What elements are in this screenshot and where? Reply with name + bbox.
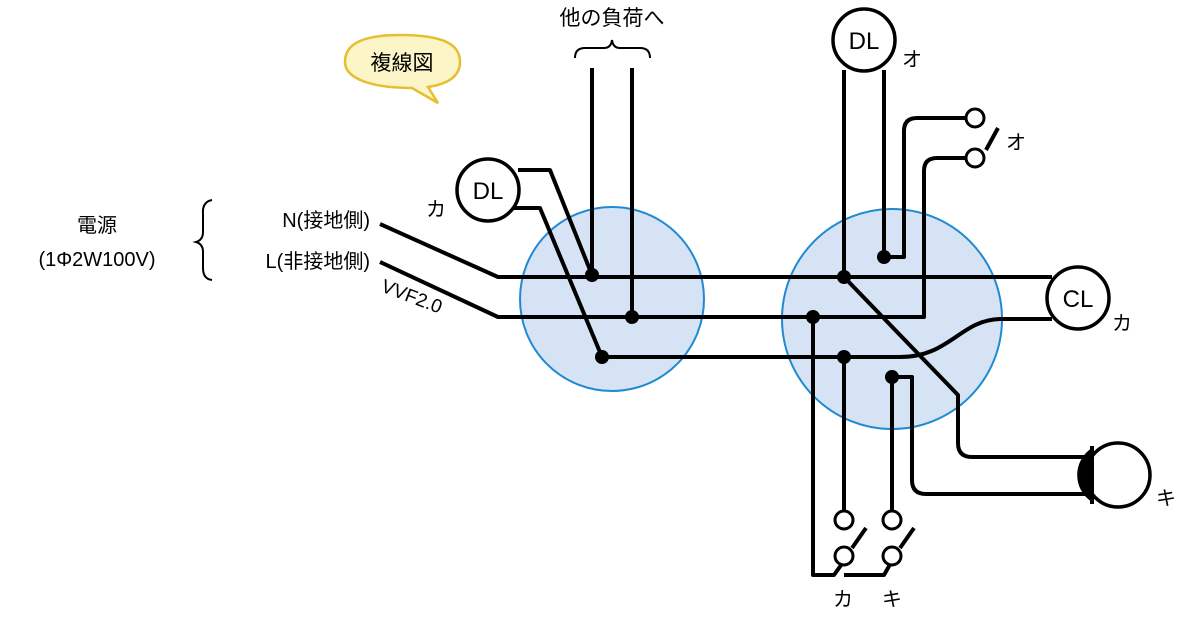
switch-ki-terminal-bottom <box>881 545 903 567</box>
other-loads-brace <box>574 39 651 59</box>
downlight-ka: DL <box>455 157 521 223</box>
switch-ki-lever <box>898 526 916 550</box>
switch-o-return-wire <box>884 116 966 259</box>
switch-o-lever <box>984 127 1000 151</box>
live-label: L(非接地側) <box>266 250 370 273</box>
downlight-ka-tag: カ <box>426 199 446 221</box>
pilot-lamp-ki-tag: キ <box>1156 488 1176 510</box>
junction-dot <box>585 268 599 282</box>
junction-dot <box>877 250 891 264</box>
switch-ki-tag: キ <box>882 589 902 611</box>
junction-dot <box>595 350 609 364</box>
ceiling-light-ka-tag: カ <box>1112 313 1132 335</box>
switch-o-terminal-top <box>964 107 986 129</box>
switch-o-terminal-bottom <box>964 147 986 169</box>
switch-ka-lever <box>850 526 868 550</box>
junction-dot <box>837 270 851 284</box>
power-spec: (1Φ2W100V) <box>38 249 155 271</box>
downlight-o: DL <box>831 7 897 73</box>
power-brace <box>192 199 213 281</box>
downlight-ka-label: DL <box>473 178 504 205</box>
ceiling-light-ka-label: CL <box>1063 286 1094 313</box>
switched-ka-wire <box>602 317 1052 359</box>
dl-ka-switched-wire <box>512 206 604 358</box>
pilot-lamp-ki <box>1077 441 1152 509</box>
other-loads-label: 他の負荷へ <box>560 7 665 30</box>
cable-label: VVF2.0 <box>378 276 445 318</box>
junction-dot <box>837 350 851 364</box>
power-title: 電源 <box>77 214 117 237</box>
switch-ka-terminal-bottom <box>833 545 855 567</box>
switch-ka-terminal-top <box>833 509 855 531</box>
lamp-ki-switched-wire <box>892 375 1092 496</box>
junction-box-left <box>519 206 705 392</box>
ceiling-light-ka: CL <box>1045 265 1111 331</box>
junction-dot <box>885 370 899 384</box>
lamp-ki-neutral-wire <box>842 275 1092 459</box>
switch-ki-terminal-top <box>881 509 903 531</box>
dl-ka-neutral-wire <box>518 168 594 276</box>
neutral-label: N(接地側) <box>282 209 370 232</box>
junction-dot <box>806 310 820 324</box>
downlight-o-tag: オ <box>902 49 922 71</box>
switch-ka-tag: カ <box>833 589 853 611</box>
junction-dot <box>625 310 639 324</box>
callout-text: 複線図 <box>371 52 434 75</box>
switch-feed-ka <box>811 317 846 577</box>
live-wire <box>379 156 966 319</box>
downlight-o-label: DL <box>849 28 880 55</box>
callout-bubble: 複線図 <box>343 33 462 105</box>
neutral-wire <box>379 222 1052 279</box>
switch-o-tag: オ <box>1006 132 1026 154</box>
